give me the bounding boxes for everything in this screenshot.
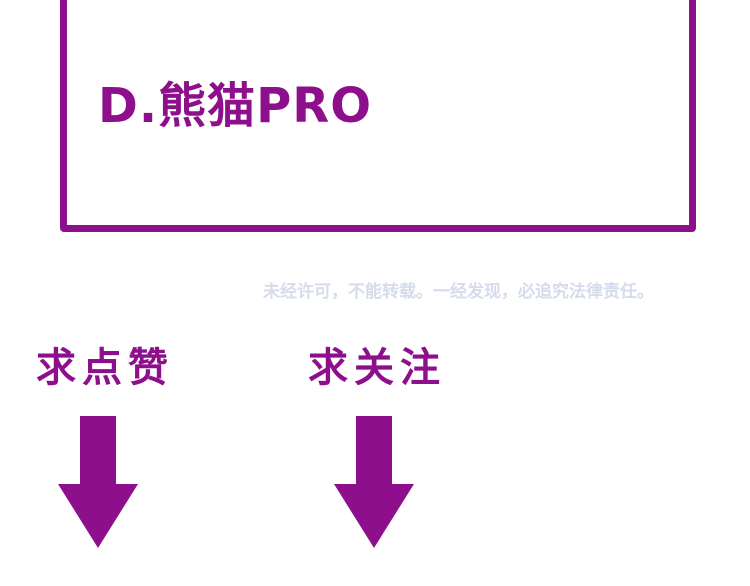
answer-option-label: D.熊猫PRO [98,78,373,134]
follow-request-label: 求关注 [308,345,446,391]
copyright-watermark: 未经许可，不能转载。一经发现，必追究法律责任。 [263,282,654,302]
arrow-down-icon [334,416,414,548]
like-request-label: 求点赞 [36,345,174,391]
answer-option-frame [60,0,696,232]
arrow-down-icon [58,416,138,548]
